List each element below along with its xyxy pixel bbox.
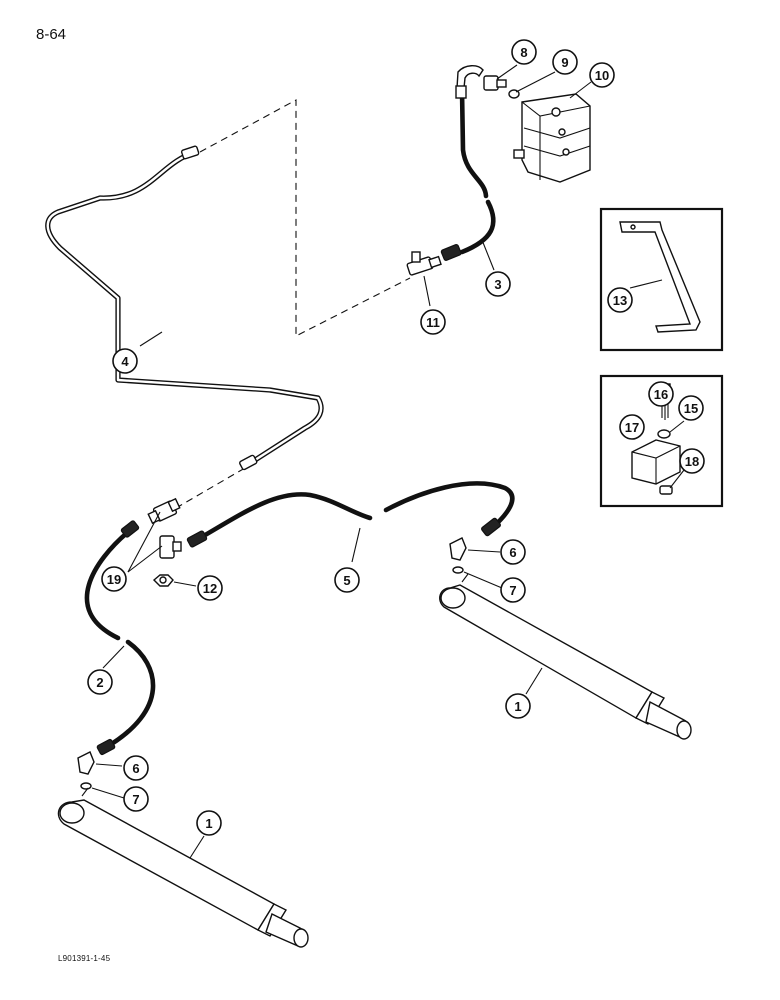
routing-dashed-line-lower	[175, 467, 246, 509]
callout-c17: 17	[619, 414, 645, 440]
callout-label: 6	[132, 761, 139, 776]
callout-label: 16	[654, 387, 668, 402]
elbow-fitting-6-right	[449, 537, 467, 561]
callout-c4: 4	[112, 348, 138, 374]
callout-c6b: 6	[123, 755, 149, 781]
callout-c6a: 6	[500, 539, 526, 565]
callout-c13: 13	[607, 287, 633, 313]
callout-label: 6	[509, 545, 516, 560]
callout-label: 17	[625, 420, 639, 435]
callout-c19: 19	[101, 566, 127, 592]
callout-c10: 10	[589, 62, 615, 88]
callout-c7b: 7	[123, 786, 149, 812]
callout-label: 19	[107, 572, 121, 587]
tee-fittings-19	[147, 497, 182, 559]
callout-c3: 3	[485, 271, 511, 297]
callout-label: 3	[494, 277, 501, 292]
callout-label: 4	[121, 354, 129, 369]
control-valve-10	[513, 93, 591, 183]
o-ring-7-right	[452, 566, 464, 574]
o-ring-7-left	[80, 782, 92, 790]
hose-assembly-5	[186, 481, 515, 548]
callout-c11: 11	[420, 309, 446, 335]
nut-12	[152, 574, 174, 587]
callout-c1a: 1	[505, 693, 531, 719]
callout-c9: 9	[552, 49, 578, 75]
callout-c15: 15	[678, 395, 704, 421]
callout-label: 11	[426, 315, 440, 330]
hose-assembly-3	[440, 65, 496, 261]
callout-label: 1	[514, 699, 521, 714]
callout-c7a: 7	[500, 577, 526, 603]
page-number: 8-64	[36, 26, 67, 43]
callout-label: 10	[595, 68, 609, 83]
figure-id: L901391-1-45	[58, 954, 111, 963]
mounting-bracket-13	[619, 221, 701, 333]
callout-label: 1	[205, 816, 212, 831]
callout-c1b: 1	[196, 810, 222, 836]
callout-label: 7	[509, 583, 516, 598]
leader-lines	[91, 64, 685, 859]
callout-label: 7	[132, 792, 139, 807]
steel-tube	[45, 145, 324, 471]
callout-label: 5	[343, 573, 350, 588]
callout-c8: 8	[511, 39, 537, 65]
callout-label: 12	[203, 581, 217, 596]
tee-fitting-11	[406, 251, 442, 276]
callout-c18: 18	[679, 448, 705, 474]
elbow-fitting-6-left	[77, 751, 95, 775]
callout-c2: 2	[87, 669, 113, 695]
callout-label: 13	[613, 293, 627, 308]
callout-label: 18	[685, 454, 699, 469]
hose-assembly-2	[84, 520, 156, 756]
hydraulic-cylinder-left	[57, 787, 309, 948]
callout-label: 15	[684, 401, 698, 416]
callout-label: 2	[96, 675, 103, 690]
callout-c16: 16	[648, 381, 674, 407]
callout-label: 8	[520, 45, 527, 60]
callout-c5: 5	[334, 567, 360, 593]
callout-label: 9	[561, 55, 568, 70]
hydraulic-cylinder-right	[439, 573, 692, 740]
adapter-fitting-8	[483, 75, 507, 91]
callout-c12: 12	[197, 575, 223, 601]
routing-dashed-line-upper	[199, 99, 411, 337]
